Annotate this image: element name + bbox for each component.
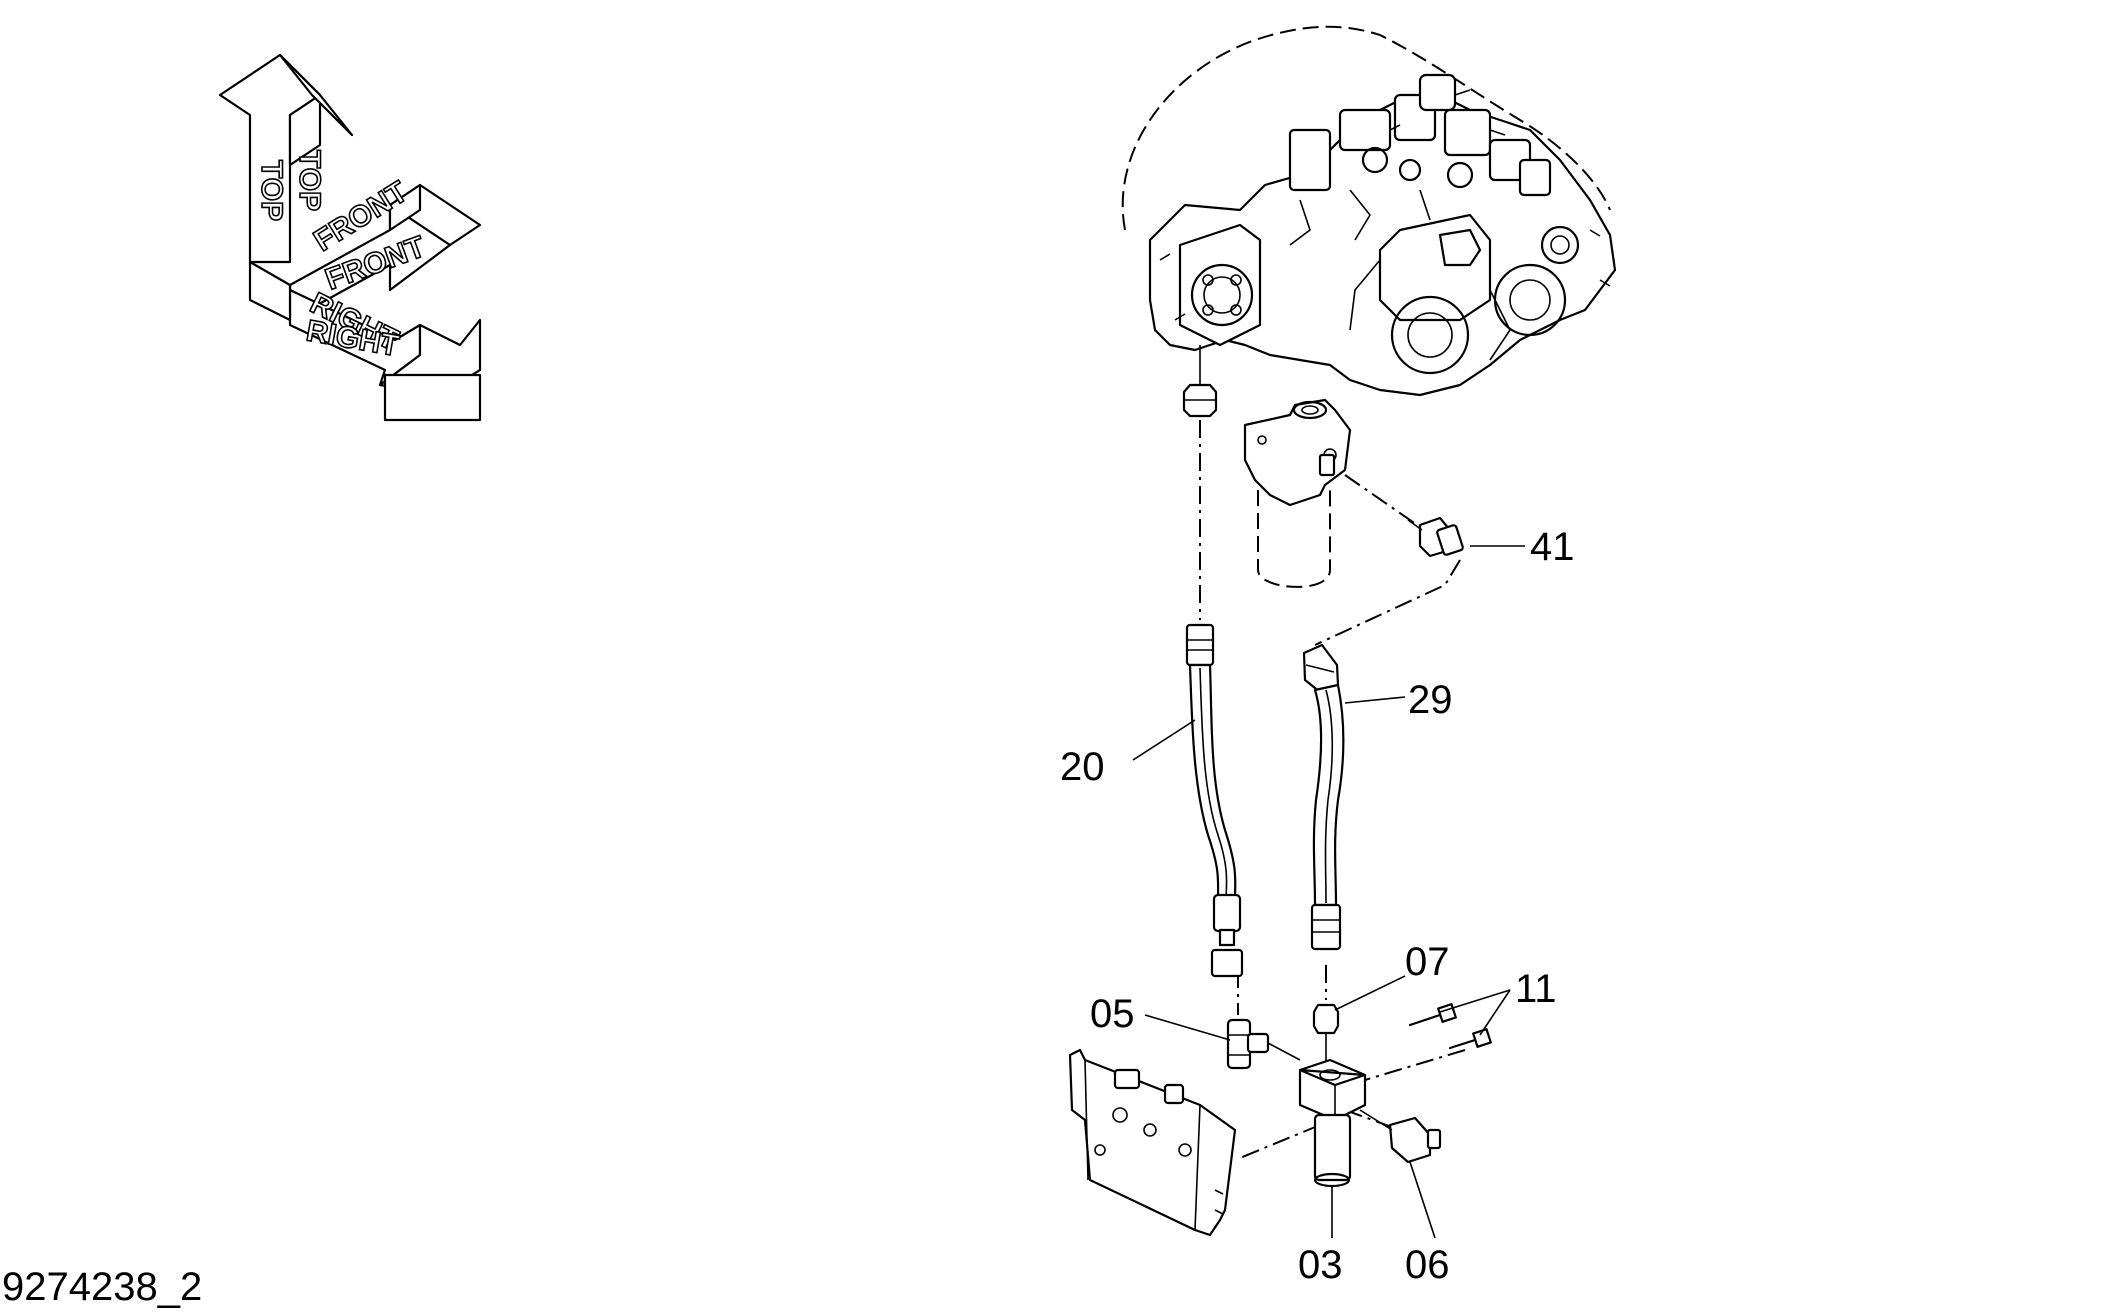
drawing-number: 9274238_2 xyxy=(2,1265,202,1309)
valve-block-03 xyxy=(1298,1058,1367,1188)
top-label-front: TOP xyxy=(255,160,288,221)
callout-05: 05 xyxy=(1090,992,1135,1036)
leader-lines xyxy=(1132,545,1525,1239)
filter-assembly xyxy=(1243,398,1352,588)
callout-20: 20 xyxy=(1060,745,1105,789)
left-port-block xyxy=(1178,223,1262,347)
transmission-fitting xyxy=(1182,345,1218,418)
transmission-assembly xyxy=(1121,25,1617,397)
top-arrow: TOP TOP xyxy=(218,53,354,264)
bolts-11 xyxy=(1408,1003,1492,1050)
callout-41: 41 xyxy=(1530,525,1575,569)
left-port-flange xyxy=(1190,263,1254,327)
sensor-06 xyxy=(1359,1109,1442,1164)
right-arrow: RIGHT RIGHT xyxy=(288,286,482,422)
callout-03: 03 xyxy=(1298,1243,1343,1287)
filter-canister xyxy=(1257,485,1331,588)
mounting-bracket xyxy=(1068,1048,1237,1237)
tee-fitting-05 xyxy=(1226,1018,1301,1070)
callout-11: 11 xyxy=(1515,967,1557,1011)
pressure-sensor-41 xyxy=(1407,516,1464,558)
hose-29 xyxy=(1302,643,1345,951)
hose-20 xyxy=(1185,623,1244,978)
callout-07: 07 xyxy=(1405,940,1450,984)
right-housing xyxy=(1349,213,1580,375)
callout-06: 06 xyxy=(1405,1243,1450,1287)
orientation-symbol: TOP TOP FRONT FRONT RIGHT RIGHT xyxy=(218,53,482,422)
valve-cluster xyxy=(1288,73,1552,246)
top-label-side: TOP xyxy=(293,150,326,211)
callout-labels: 41 29 20 07 11 05 03 06 xyxy=(1060,525,1575,1287)
orientation-corner xyxy=(248,260,292,322)
transmission-housing-outline xyxy=(1121,25,1611,231)
center-lines xyxy=(1199,420,1466,1159)
callout-29: 29 xyxy=(1408,678,1453,722)
